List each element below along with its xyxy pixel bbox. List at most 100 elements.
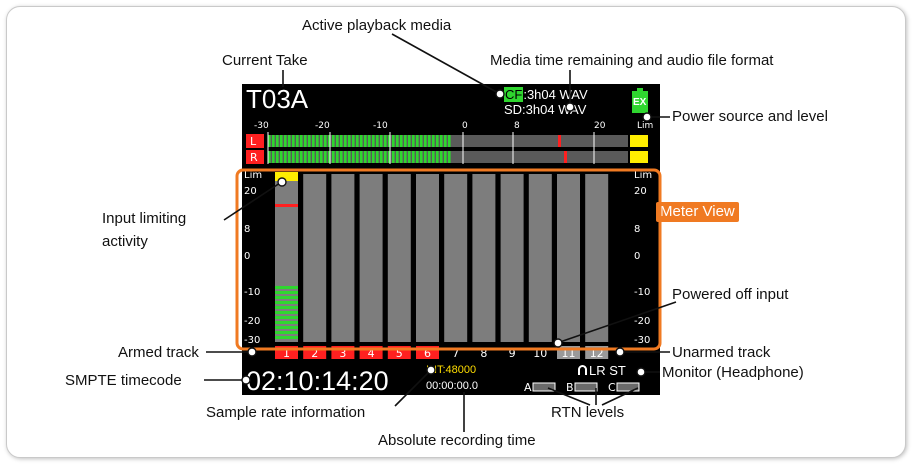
lr-meter-segment (272, 135, 275, 147)
side-scale-label-left: -10 (244, 287, 260, 298)
track-number-label: 7 (452, 347, 459, 360)
lr-meter-segment (300, 151, 303, 163)
lr-meter-segment (268, 151, 271, 163)
top-scale-label: 20 (594, 121, 606, 131)
top-scale-label: Lim (637, 121, 653, 131)
lr-meter-segment (432, 135, 435, 147)
lr-meter-segment (412, 151, 415, 163)
lr-meter-segment (348, 135, 351, 147)
track1-level-segment (275, 311, 298, 314)
track-meter-column (416, 174, 439, 342)
lr-meter-segment (280, 151, 283, 163)
monitor-mode: LR ST (589, 363, 626, 378)
lr-meter-segment (352, 151, 355, 163)
lr-meter-segment (324, 151, 327, 163)
track-number-label: 3 (339, 347, 346, 360)
rtn-level-bar (574, 382, 598, 392)
sample-rate: INT:48000 (426, 364, 477, 376)
lr-meter-segment (344, 135, 347, 147)
lr-meter-segment (296, 151, 299, 163)
lr-meter-segment (296, 135, 299, 147)
side-scale-label-right: -20 (634, 316, 650, 327)
label-active-playback-media: Active playback media (302, 17, 452, 34)
lr-meter-segment (312, 151, 315, 163)
label-input-limiting-2: activity (102, 233, 148, 250)
lr-meter-segment (340, 135, 343, 147)
track-meter-column (472, 174, 496, 342)
cf-media-row: CF:3h04 WAV (504, 87, 588, 102)
cf-badge: CF (504, 87, 524, 102)
lr-channel-box (246, 150, 264, 164)
lr-meter-segment (268, 135, 271, 147)
lr-meter-segment (304, 151, 307, 163)
track1-level-segment (275, 296, 298, 299)
track-meter-column (303, 174, 327, 342)
lr-meter-segment (412, 135, 415, 147)
abs-time: 00:00:00.0 (426, 380, 478, 392)
power-label: EX (633, 97, 647, 108)
lr-meter-segment (376, 135, 379, 147)
lr-meter-segment (376, 151, 379, 163)
meter-view-label: Meter View (660, 203, 735, 220)
lr-channel-label: L (250, 135, 257, 148)
track1-level-segment (275, 286, 298, 289)
label-powered-off-input: Powered off input (672, 286, 789, 303)
track-meter-column (444, 174, 468, 342)
track-meter-column (359, 174, 383, 342)
lr-meter-segment (328, 135, 331, 147)
lr-meter-segment (336, 151, 339, 163)
lr-meter-segment (304, 135, 307, 147)
lr-meter-segment (364, 151, 367, 163)
lr-meter-segment (292, 135, 295, 147)
track1-level-segment (275, 306, 298, 309)
track-number-label: 10 (533, 347, 547, 360)
lr-meter-segment (328, 151, 331, 163)
lr-meter-segment (308, 135, 311, 147)
lr-meter-segment (444, 151, 447, 163)
lr-meter-segment (356, 151, 359, 163)
lr-meter-segment (300, 135, 303, 147)
top-scale-label: -20 (315, 121, 330, 131)
side-scale-label-left: 0 (244, 251, 250, 262)
side-scale-label-left: Lim (244, 170, 262, 181)
track-number-label: 12 (590, 347, 604, 360)
lr-meter-segment (420, 151, 423, 163)
side-scale-label-right: -10 (634, 287, 650, 298)
lr-meter-segment (288, 135, 291, 147)
lr-meter-segment (316, 151, 319, 163)
lr-meter-segment (408, 151, 411, 163)
lr-meter-segment (392, 151, 395, 163)
lr-meter-segment (288, 151, 291, 163)
lr-meter-segment (440, 151, 443, 163)
lr-meter-segment (284, 151, 287, 163)
lr-meter-segment (364, 135, 367, 147)
rtn-level-bar (616, 382, 640, 392)
lr-meter-segment (424, 135, 427, 147)
lr-meter-segment (404, 151, 407, 163)
side-scale-label-right: 8 (634, 224, 640, 235)
lr-meter-segment (448, 135, 451, 147)
track-meter-column (585, 174, 609, 342)
track1-level-segment (275, 321, 298, 324)
side-scale-label-right: Lim (634, 170, 652, 181)
rtn-label: B (566, 381, 574, 394)
label-monitor: Monitor (Headphone) (662, 364, 804, 381)
lr-meter-segment (340, 151, 343, 163)
track-number-label: 6 (424, 347, 431, 360)
top-scale-label: 0 (462, 121, 468, 131)
track1-peak-hold (275, 204, 298, 207)
lr-meter-segment (348, 151, 351, 163)
lr-meter-segment (392, 135, 395, 147)
headphone-icon (578, 365, 587, 375)
lr-meter-segment (396, 151, 399, 163)
lr-meter-segment (372, 151, 375, 163)
track-meter-column (528, 174, 552, 342)
track-number-label: 9 (509, 347, 516, 360)
lr-meter-segment (368, 135, 371, 147)
lr-meter-segment (416, 135, 419, 147)
lr-limit-indicator (630, 151, 648, 163)
lr-meter-segment (432, 151, 435, 163)
lr-meter-segment (408, 135, 411, 147)
label-power-source: Power source and level (672, 108, 828, 125)
lr-meter-segment (316, 135, 319, 147)
